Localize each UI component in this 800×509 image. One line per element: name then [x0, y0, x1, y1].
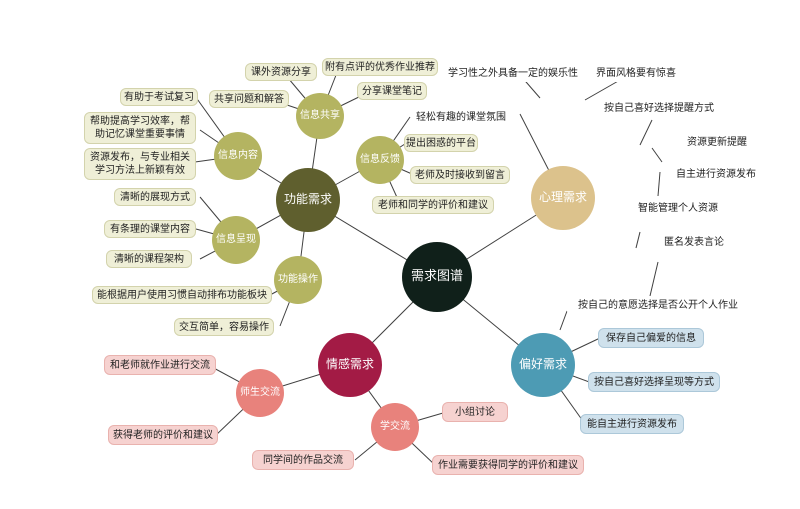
branch-preference-label: 偏好需求	[518, 357, 567, 372]
leaf-teacher-eval[interactable]: 获得老师的评价和建议	[108, 425, 218, 445]
leaf-reminder-mode[interactable]: 按自己喜好选择提醒方式	[598, 99, 720, 117]
sub-info-share-label: 信息共享	[300, 110, 340, 122]
leaf-clear-display[interactable]: 清晰的展现方式	[114, 188, 196, 206]
leaf-public-homework[interactable]: 按自己的意愿选择是否公开个人作业	[566, 296, 750, 314]
leaf-surprise-style[interactable]: 界面风格要有惊喜	[588, 64, 684, 82]
branch-functional-label: 功能需求	[283, 192, 332, 207]
leaf-orderly-content[interactable]: 有条理的课堂内容	[104, 220, 196, 238]
leaf-hw-exchange[interactable]: 和老师就作业进行交流	[104, 355, 216, 375]
leaf-peer-works[interactable]: 同学间的作品交流	[252, 450, 354, 470]
branch-preference[interactable]: 偏好需求	[511, 333, 575, 397]
leaf-clear-structure[interactable]: 清晰的课程架构	[106, 250, 192, 268]
leaf-present-mode[interactable]: 按自己喜好选择呈现等方式	[588, 372, 720, 392]
sub-info-feedback[interactable]: 信息反馈	[356, 136, 404, 184]
leaf-adaptive-layout[interactable]: 能根据用户使用习惯自动排布功能板块	[92, 286, 272, 304]
leaf-save-info[interactable]: 保存自己偏爱的信息	[598, 328, 704, 348]
leaf-self-publish[interactable]: 自主进行资源发布	[668, 165, 764, 183]
leaf-entertainment[interactable]: 学习性之外具备一定的娱乐性	[440, 64, 586, 82]
leaf-anonymous[interactable]: 匿名发表言论	[656, 233, 732, 251]
leaf-share-notes[interactable]: 分享课堂笔记	[357, 82, 427, 100]
sub-info-share[interactable]: 信息共享	[296, 93, 344, 139]
branch-psychological-label: 心理需求	[538, 190, 587, 205]
leaf-extra-resources[interactable]: 课外资源分享	[245, 63, 317, 81]
leaf-efficiency[interactable]: 帮助提高学习效率，帮助记忆课堂重要事情	[84, 112, 196, 144]
sub-func-op-label: 功能操作	[278, 274, 318, 286]
center-label: 需求图谱	[410, 268, 463, 284]
sub-info-present[interactable]: 信息呈现	[212, 216, 260, 264]
leaf-group-discussion[interactable]: 小组讨论	[442, 402, 508, 422]
sub-info-content[interactable]: 信息内容	[214, 132, 262, 180]
leaf-evaluation[interactable]: 老师和同学的评价和建议	[372, 196, 494, 214]
leaf-manage-resources[interactable]: 智能管理个人资源	[630, 199, 726, 217]
leaf-simple-op[interactable]: 交互简单，容易操作	[174, 318, 274, 336]
leaf-exam-review[interactable]: 有助于考试复习	[120, 88, 198, 106]
branch-psychological[interactable]: 心理需求	[531, 166, 595, 230]
branch-emotional-label: 情感需求	[325, 357, 374, 372]
sub-teacher-student-label: 师生交流	[240, 387, 280, 399]
sub-info-content-label: 信息内容	[218, 150, 258, 162]
sub-student-student-label: 学交流	[380, 421, 410, 433]
branch-emotional[interactable]: 情感需求	[318, 333, 382, 397]
center-node[interactable]: 需求图谱	[402, 242, 472, 312]
sub-info-feedback-label: 信息反馈	[360, 154, 400, 166]
leaf-peer-eval[interactable]: 作业需要获得同学的评价和建议	[432, 455, 584, 475]
leaf-autonomous-publish[interactable]: 能自主进行资源发布	[580, 414, 684, 434]
branch-functional[interactable]: 功能需求	[276, 168, 340, 232]
leaf-relaxed-atmosphere[interactable]: 轻松有趣的课堂氛围	[412, 108, 510, 126]
leaf-graded-homework[interactable]: 附有点评的优秀作业推荐	[322, 58, 438, 76]
sub-func-op[interactable]: 功能操作	[274, 256, 322, 304]
leaf-share-qa[interactable]: 共享问题和解答	[209, 90, 289, 108]
leaf-teacher-reply[interactable]: 老师及时接收到留言	[410, 166, 510, 184]
leaf-question-platform[interactable]: 提出困惑的平台	[404, 134, 478, 152]
leaf-resource-publish[interactable]: 资源发布，与专业相关学习方法上新颖有效	[84, 148, 196, 180]
leaf-resource-update[interactable]: 资源更新提醒	[672, 133, 762, 151]
sub-teacher-student[interactable]: 师生交流	[236, 369, 284, 417]
sub-info-present-label: 信息呈现	[216, 234, 256, 246]
sub-student-student[interactable]: 学交流	[371, 403, 419, 451]
